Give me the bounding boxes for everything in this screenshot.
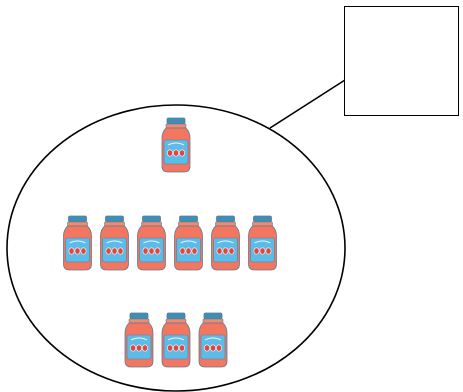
callout-line bbox=[269, 79, 346, 129]
answer-box[interactable] bbox=[344, 6, 459, 116]
jam-jar-icon bbox=[100, 215, 129, 271]
jam-jar-icon bbox=[174, 215, 203, 271]
jam-jar-icon bbox=[161, 312, 191, 368]
jam-jar-icon bbox=[198, 312, 228, 368]
jam-jar-icon bbox=[161, 117, 191, 173]
jam-jar-icon bbox=[211, 215, 240, 271]
jam-jar-icon bbox=[124, 312, 154, 368]
jam-jar-icon bbox=[137, 215, 166, 271]
group-ellipse bbox=[6, 104, 346, 392]
jar-items bbox=[63, 117, 277, 368]
jam-jar-icon bbox=[248, 215, 277, 271]
jam-jar-icon bbox=[63, 215, 92, 271]
